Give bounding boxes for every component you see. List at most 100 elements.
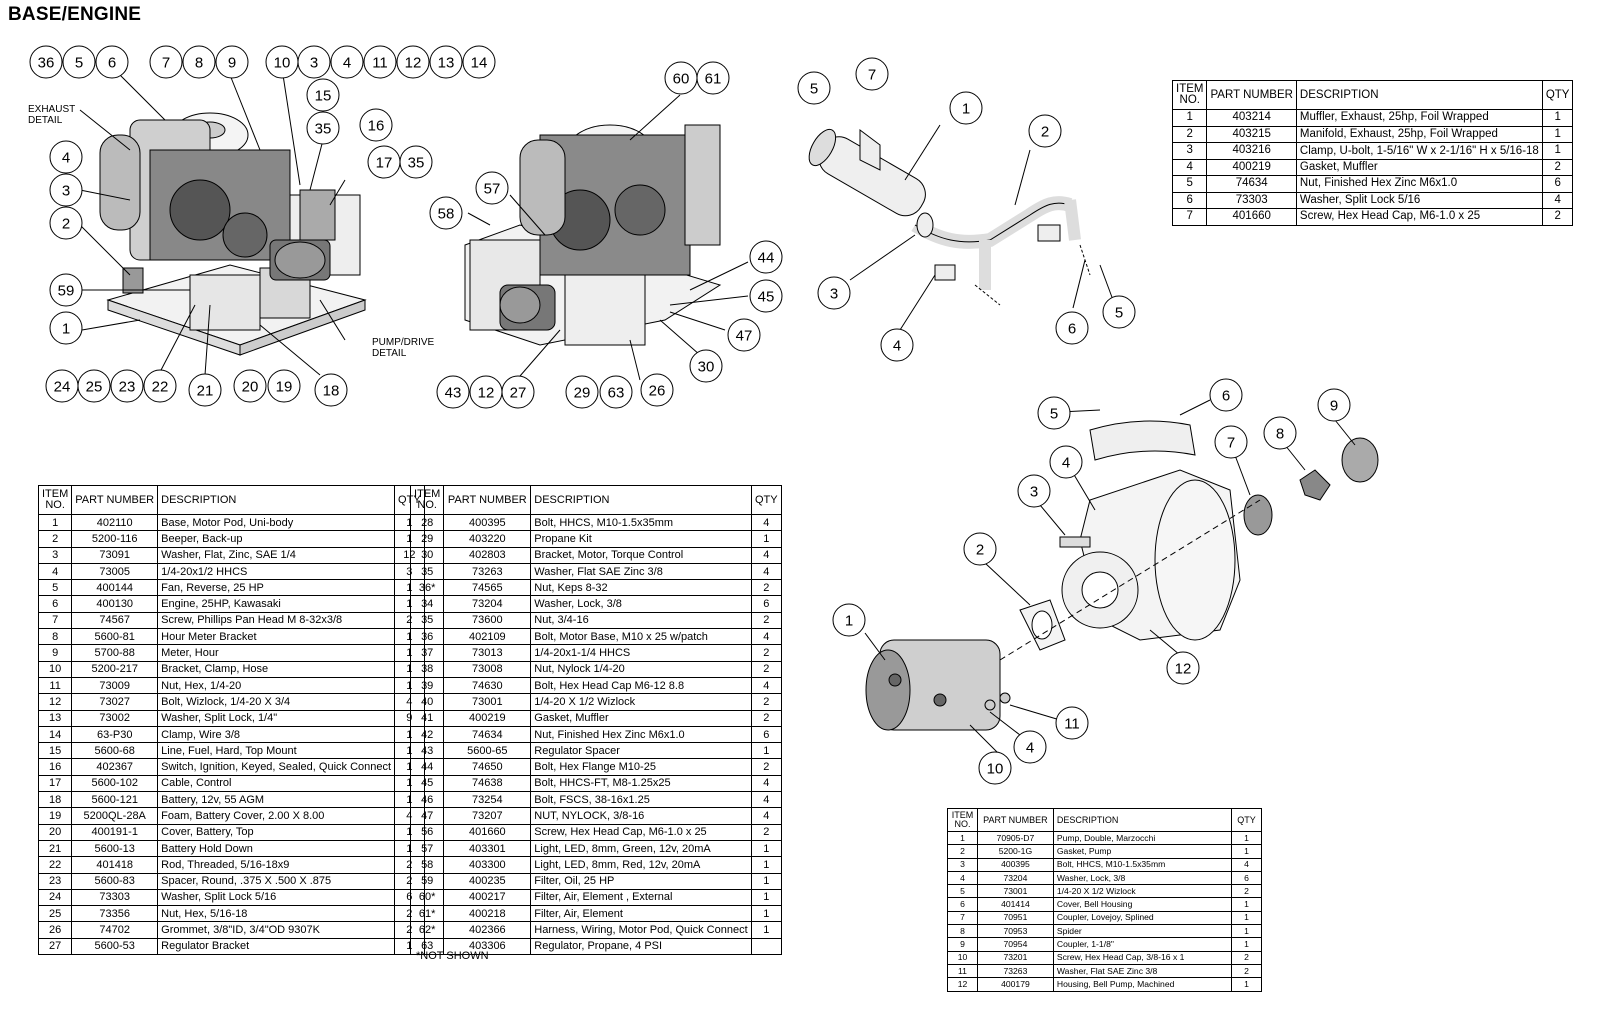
description-cell: Bolt, FSCS, 38-16x1.25 <box>530 791 752 809</box>
balloon-circle <box>1055 311 1089 345</box>
item-balloon: 57 <box>475 171 509 205</box>
balloon-number: 1 <box>962 101 970 118</box>
item-balloon: 6 <box>1055 311 1089 345</box>
qty-cell: 4 <box>1541 191 1574 209</box>
description-cell: Nut, Hex, 5/16-18 <box>157 905 396 923</box>
balloon-number: 9 <box>1330 398 1338 415</box>
balloon-circle <box>565 375 599 409</box>
item-no-cell: 11 <box>37 676 73 695</box>
item-no-cell: 16 <box>37 758 73 776</box>
item-balloon: 2 <box>963 532 997 566</box>
qty-cell: 1 <box>1541 109 1574 127</box>
part-number-cell: 74634 <box>443 725 532 744</box>
item-balloon: 4 <box>1013 730 1047 764</box>
description-cell: 1/4-20x1/2 HHCS <box>157 562 396 581</box>
balloon-circle <box>462 45 496 79</box>
qty-cell: 1 <box>1231 897 1262 912</box>
pump-drive-drawing <box>865 420 1379 731</box>
description-cell: Washer, Flat SAE Zinc 3/8 <box>530 562 752 581</box>
balloon-circle <box>855 57 889 91</box>
part-number-cell: 403306 <box>443 937 532 956</box>
balloon-number: 5 <box>1050 406 1058 423</box>
part-number-cell: 402803 <box>443 546 532 564</box>
balloon-number: 19 <box>276 379 293 396</box>
item-balloon: 7 <box>1214 425 1248 459</box>
item-balloon: 35 <box>399 145 433 179</box>
qty-cell: 2 <box>750 644 783 662</box>
balloon-number: 61 <box>705 71 722 88</box>
description-cell: Battery, 12v, 55 AGM <box>157 791 396 809</box>
part-number-cell: 401418 <box>71 856 159 874</box>
item-balloon: 59 <box>49 273 83 307</box>
item-balloon: 8 <box>182 45 216 79</box>
item-no-cell: 22 <box>37 856 73 874</box>
qty-cell: 1 <box>1231 937 1262 952</box>
part-number-cell: 73013 <box>443 644 532 662</box>
item-balloon: 7 <box>149 45 183 79</box>
balloon-circle <box>62 45 96 79</box>
item-no-cell: 46 <box>409 791 445 809</box>
description-cell: Hour Meter Bracket <box>157 628 396 646</box>
description-cell: Gasket, Muffler <box>1295 158 1543 176</box>
part-number-cell: 73303 <box>1206 191 1297 209</box>
description-cell: Bolt, Hex Flange M10-25 <box>530 758 752 776</box>
not-shown-note: *NOT SHOWN <box>416 950 489 962</box>
item-no-cell: 44 <box>409 758 445 776</box>
part-number-cell: 5600-68 <box>71 742 159 760</box>
balloon-circle <box>49 140 83 174</box>
balloon-circle <box>188 373 222 407</box>
part-number-cell: 400130 <box>71 595 159 613</box>
item-no-cell: 4 <box>1171 158 1208 176</box>
item-balloon: 5 <box>1037 396 1071 430</box>
balloon-circle <box>149 45 183 79</box>
qty-cell: 4 <box>750 546 783 564</box>
balloon-number: 5 <box>75 55 83 72</box>
balloon-circle <box>832 603 866 637</box>
item-no-cell: 26 <box>37 921 73 939</box>
qty-header: QTY <box>1541 80 1574 110</box>
balloon-circle <box>749 279 783 313</box>
description-cell: Filter, Air, Element <box>530 905 752 923</box>
item-balloon: 26 <box>640 373 674 407</box>
qty-cell: 1 <box>750 888 783 907</box>
part-number-cell: 400218 <box>443 905 532 923</box>
exhaust-detail-label-2: DETAIL <box>28 115 63 126</box>
item-no-cell: 1 <box>1171 109 1208 127</box>
item-no-cell: 37 <box>409 644 445 662</box>
part-number-cell: 402110 <box>71 513 159 532</box>
balloon-number: 10 <box>987 761 1004 778</box>
item-balloon: 9 <box>215 45 249 79</box>
balloon-circle <box>77 369 111 403</box>
balloon-number: 20 <box>242 379 259 396</box>
description-cell: Bolt, Wizlock, 1/4-20 X 3/4 <box>157 693 396 711</box>
balloon-circle <box>880 328 914 362</box>
description-cell: Propane Kit <box>530 530 752 548</box>
item-balloon: 25 <box>77 369 111 403</box>
description-cell: 1/4-20 X 1/2 Wizlock <box>530 693 752 711</box>
part-number-cell: 73009 <box>71 676 159 695</box>
qty-cell: 4 <box>750 562 783 581</box>
part-number-cell: 70905-D7 <box>976 830 1054 846</box>
balloon-number: 4 <box>62 150 70 167</box>
description-header: DESCRIPTION <box>530 485 752 515</box>
qty-cell: 1 <box>1541 142 1574 160</box>
item-balloon: 4 <box>1049 445 1083 479</box>
description-cell: Gasket, Pump <box>1052 844 1233 859</box>
exhaust-drawing <box>808 128 1091 306</box>
qty-cell: 1 <box>750 921 783 939</box>
